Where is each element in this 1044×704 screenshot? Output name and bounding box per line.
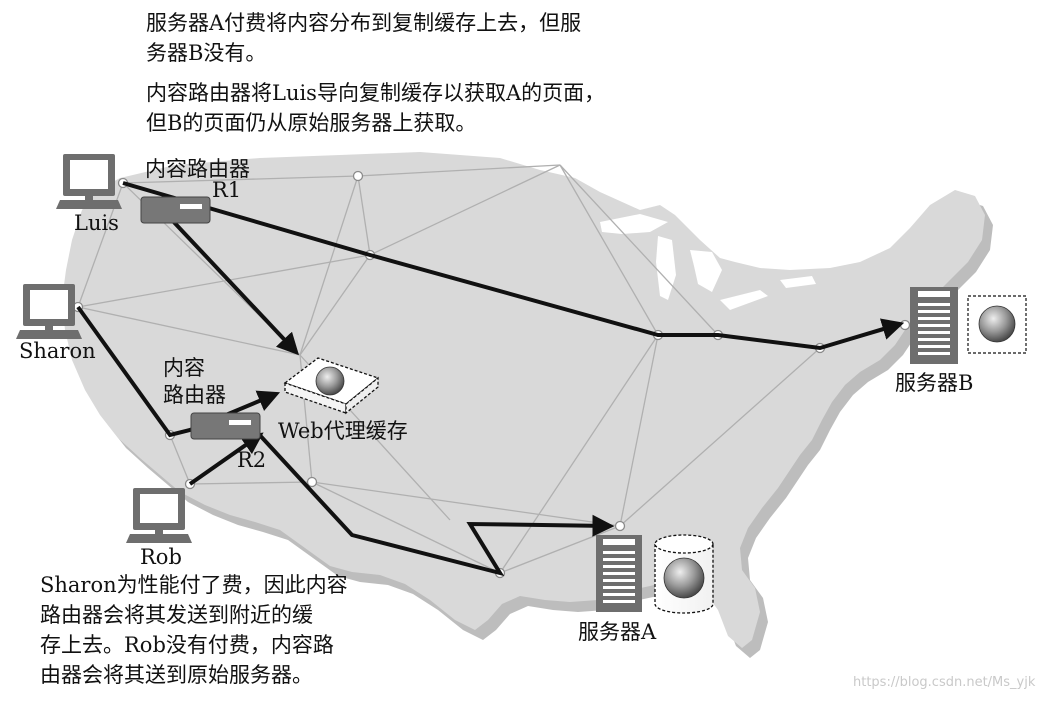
lake-superior [600,214,668,234]
route-rob-to-router2 [188,432,264,486]
server-b-content [967,295,1027,354]
us-map [62,152,993,658]
label-web-cache: Web代理缓存 [278,419,408,443]
server-a-icon [596,535,642,612]
globe-icon [663,557,705,599]
router-r2 [190,412,261,440]
us-map-body [62,152,985,648]
label-luis: Luis [74,211,119,235]
caption-top-2: 内容路由器将Luis导向复制缓存以获取A的页面， 但B的页面仍从原始服务器上获取… [146,81,606,135]
lake-ontario [780,276,816,288]
lake-erie [720,290,768,310]
route-rob-to-server-a [253,428,615,577]
globe-icon [978,305,1016,343]
label-router1-id: R1 [212,178,242,202]
globe-icon [315,366,345,396]
label-server-b: 服务器B [895,371,974,395]
label-rob: Rob [140,545,182,569]
web-proxy-cache [283,357,380,415]
watermark: https://blog.csdn.net/Ms_yjk [853,675,1036,690]
label-router1: 内容路由器 [145,157,250,181]
computer-rob-icon [126,488,192,543]
label-sharon: Sharon [19,339,96,363]
route-luis-to-server-b [122,181,905,351]
routing-paths [76,181,905,577]
computer-sharon-icon [16,284,82,339]
router-r1 [140,196,211,224]
route-luis-to-cache [168,216,300,356]
server-b-icon [910,287,958,364]
replicated-cache-cylinder [654,534,714,614]
route-sharon-to-cache [76,305,281,438]
caption-top-1: 服务器A付费将内容分布到复制缓存上去，但服 务器B没有。 [146,11,582,65]
label-server-a: 服务器A [578,620,657,644]
caption-bottom: Sharon为性能付了费，因此内容 路由器会将其发送到附近的缓 存上去。Rob没… [40,573,348,687]
computer-luis-icon [56,154,122,209]
label-router2-id: R2 [237,448,267,472]
label-router2: 内容 路由器 [163,356,226,407]
lake-huron [690,250,722,292]
